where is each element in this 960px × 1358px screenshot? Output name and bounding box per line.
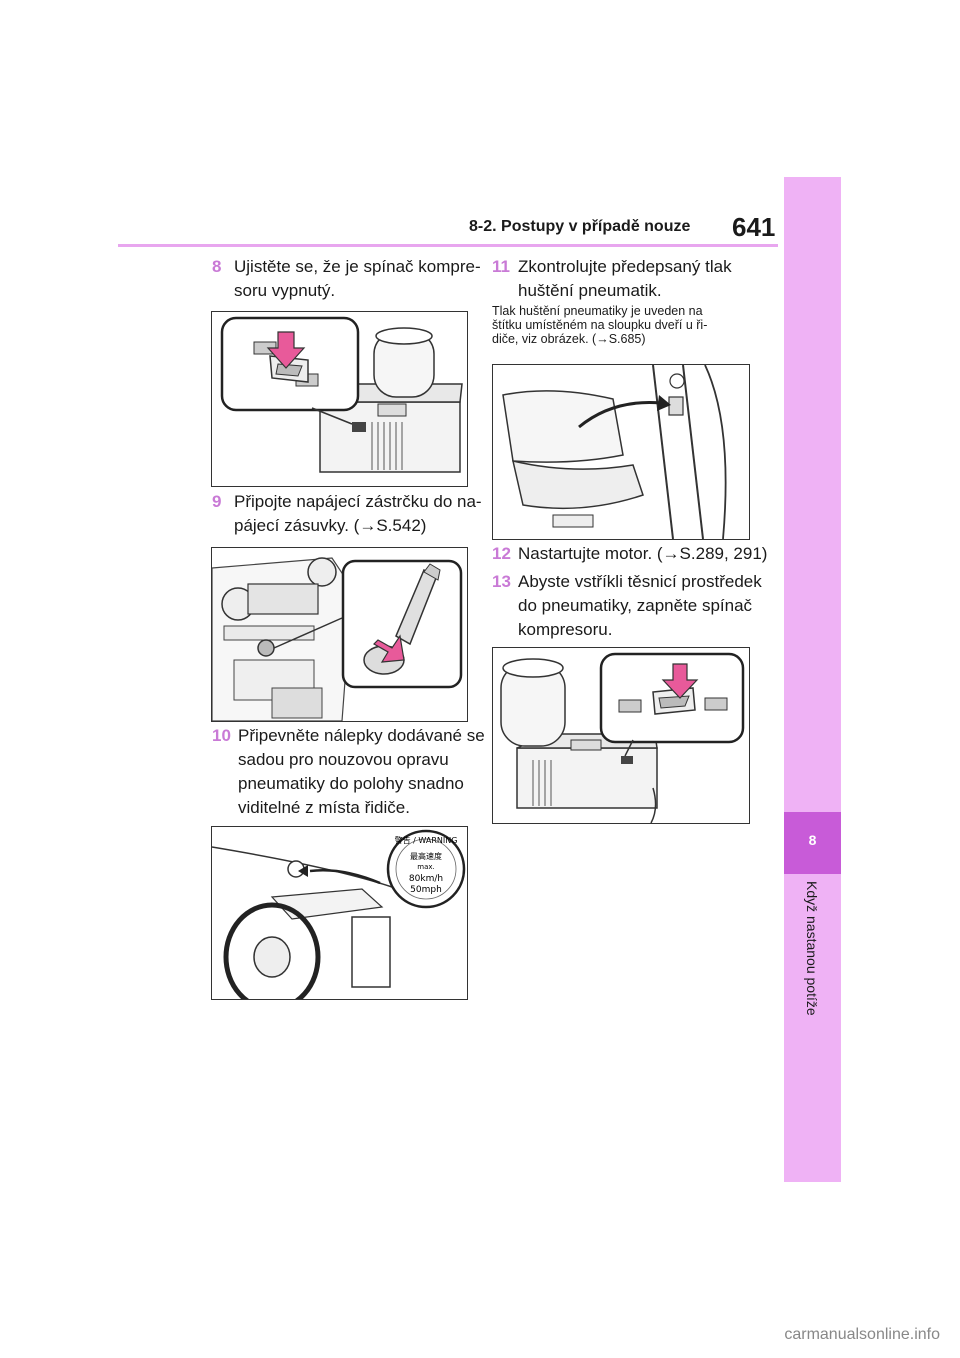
figure-power-plug-socket — [211, 547, 468, 722]
step-text-line: viditelné z místa řidiče. — [238, 798, 410, 817]
step-text-line: kompresoru. — [518, 620, 613, 639]
step-text-line: do pneumatiky, zapněte spínač — [518, 596, 753, 615]
chapter-side-tab-active — [784, 812, 841, 874]
note-line: Tlak huštění pneumatiky je uveden na — [492, 304, 703, 318]
sticker-speed-mph: 50mph — [410, 885, 442, 895]
step-text-line: pájecí zásuvky. (→S.542) — [234, 516, 427, 535]
sticker-warning-text: 警告 / WARNING — [395, 835, 458, 845]
step-text-line: Připojte napájecí zástrčku do na- — [234, 492, 482, 511]
watermark: carmanualsonline.info — [784, 1326, 940, 1343]
step-text-line: pneumatiky do polohy snadno — [238, 774, 464, 793]
sticker-max: max. — [417, 863, 434, 871]
step-number: 13 — [492, 572, 511, 591]
figure-sticker-placement: 警告 / WARNING 最高速度 max. 80km/h 50mph — [211, 826, 468, 1000]
step-text-line: Připevněte nálepky dodávané se — [238, 726, 485, 745]
step-text-line: Zkontrolujte předepsaný tlak — [518, 257, 732, 276]
step-number: 9 — [212, 492, 222, 511]
step-text-line: Nastartujte motor. (→S.289, 291) — [518, 544, 768, 563]
note-line: štítku umístěném na sloupku dveří u ři- — [492, 318, 708, 332]
note-line: diče, viz obrázek. (→S.685) — [492, 332, 646, 346]
step-number: 12 — [492, 544, 511, 563]
step-text-line: Abyste vstříkli těsnicí prostředek — [518, 572, 762, 591]
sticker-jp-title: 最高速度 — [410, 851, 442, 861]
figure-compressor-switch-off — [211, 311, 468, 487]
step-text-line: Ujistěte se, že je spínač kompre- — [234, 257, 481, 276]
sticker-speed-kmh: 80km/h — [409, 874, 443, 884]
step-text-line: huštění pneumatik. — [518, 281, 662, 300]
step-number: 10 — [212, 726, 231, 745]
tire-pressure-note: Tlak huštění pneumatiky je uveden na ští… — [492, 304, 752, 346]
step-number: 11 — [492, 257, 510, 276]
step-text-line: sadou pro nouzovou opravu — [238, 750, 449, 769]
chapter-side-tab — [784, 177, 841, 1182]
chapter-number: 8 — [808, 832, 817, 848]
figure-door-pillar-label — [492, 364, 750, 540]
figure-compressor-switch-on — [492, 647, 750, 824]
page-number: 641 — [732, 212, 776, 242]
step-text-line: soru vypnutý. — [234, 281, 336, 300]
header-divider — [118, 244, 778, 247]
section-title: 8-2. Postupy v případě nouze — [469, 218, 691, 235]
chapter-title: Když nastanou potíže — [804, 881, 820, 1016]
step-number: 8 — [212, 257, 222, 276]
